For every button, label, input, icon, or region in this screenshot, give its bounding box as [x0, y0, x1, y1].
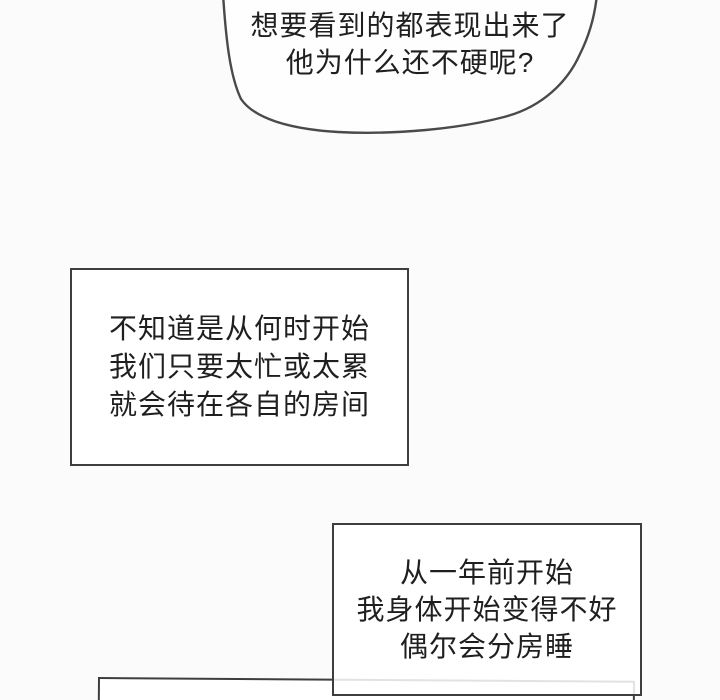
narration-box-2-text: 从一年前开始 我身体开始变得不好 偶尔会分房睡	[356, 554, 617, 665]
narration-line: 我们只要太忙或太累	[108, 351, 370, 382]
narration-line: 我身体开始变得不好	[356, 594, 618, 625]
speech-line: 想要看到的都表现出来了	[250, 10, 570, 41]
speech-bubble	[222, 0, 598, 134]
narration-box-2: 从一年前开始 我身体开始变得不好 偶尔会分房睡	[332, 523, 642, 696]
speech-bubble-outline	[222, 0, 598, 134]
narration-line: 不知道是从何时开始	[108, 313, 370, 344]
narration-line: 偶尔会分房睡	[399, 631, 574, 662]
narration-box-1-text: 不知道是从何时开始 我们只要太忙或太累 就会待在各自的房间	[109, 310, 370, 424]
speech-bubble-text: 想要看到的都表现出来了 他为什么还不硬呢?	[223, 7, 597, 81]
speech-line: 他为什么还不硬呢?	[285, 47, 535, 78]
narration-line: 就会待在各自的房间	[108, 389, 370, 420]
narration-line: 从一年前开始	[399, 557, 574, 588]
narration-box-1: 不知道是从何时开始 我们只要太忙或太累 就会待在各自的房间	[70, 268, 409, 466]
